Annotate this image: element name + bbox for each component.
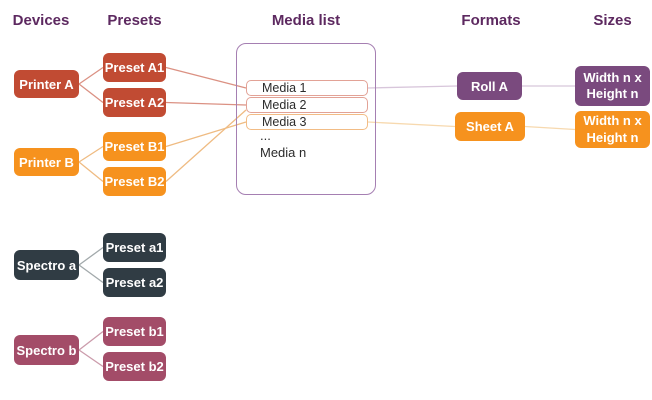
device-spectro-b: Spectro b	[14, 335, 79, 365]
media-list-container	[236, 43, 376, 195]
column-header-formats: Formats	[461, 11, 521, 29]
preset-spectro-a2-box: Preset a2	[103, 268, 166, 297]
media-item-3: Media 3	[246, 114, 368, 130]
column-header-devices: Devices	[12, 11, 70, 29]
media-item-n: Media n	[260, 144, 307, 160]
device-printer-b: Printer B	[14, 148, 79, 176]
preset-a2-box: Preset A2	[103, 88, 166, 117]
preset-spectro-b1-box: Preset b1	[103, 317, 166, 346]
column-header-presets: Presets	[107, 11, 162, 29]
size-sheet-a: Width n x Height n	[575, 111, 650, 148]
preset-b1-box: Preset B1	[103, 132, 166, 161]
device-printer-a: Printer A	[14, 70, 79, 98]
device-spectro-a: Spectro a	[14, 250, 79, 280]
preset-a1-box: Preset A1	[103, 53, 166, 82]
media-ellipsis: ...	[260, 127, 271, 143]
format-roll-a: Roll A	[457, 72, 522, 100]
format-sheet-a: Sheet A	[455, 112, 525, 141]
preset-spectro-a1-box: Preset a1	[103, 233, 166, 262]
media-item-2: Media 2	[246, 97, 368, 113]
column-header-media-list: Media list	[271, 11, 341, 29]
size-roll-a: Width n x Height n	[575, 66, 650, 106]
preset-b2-box: Preset B2	[103, 167, 166, 196]
preset-spectro-b2-box: Preset b2	[103, 352, 166, 381]
media-item-1: Media 1	[246, 80, 368, 96]
column-header-sizes: Sizes	[593, 11, 632, 29]
